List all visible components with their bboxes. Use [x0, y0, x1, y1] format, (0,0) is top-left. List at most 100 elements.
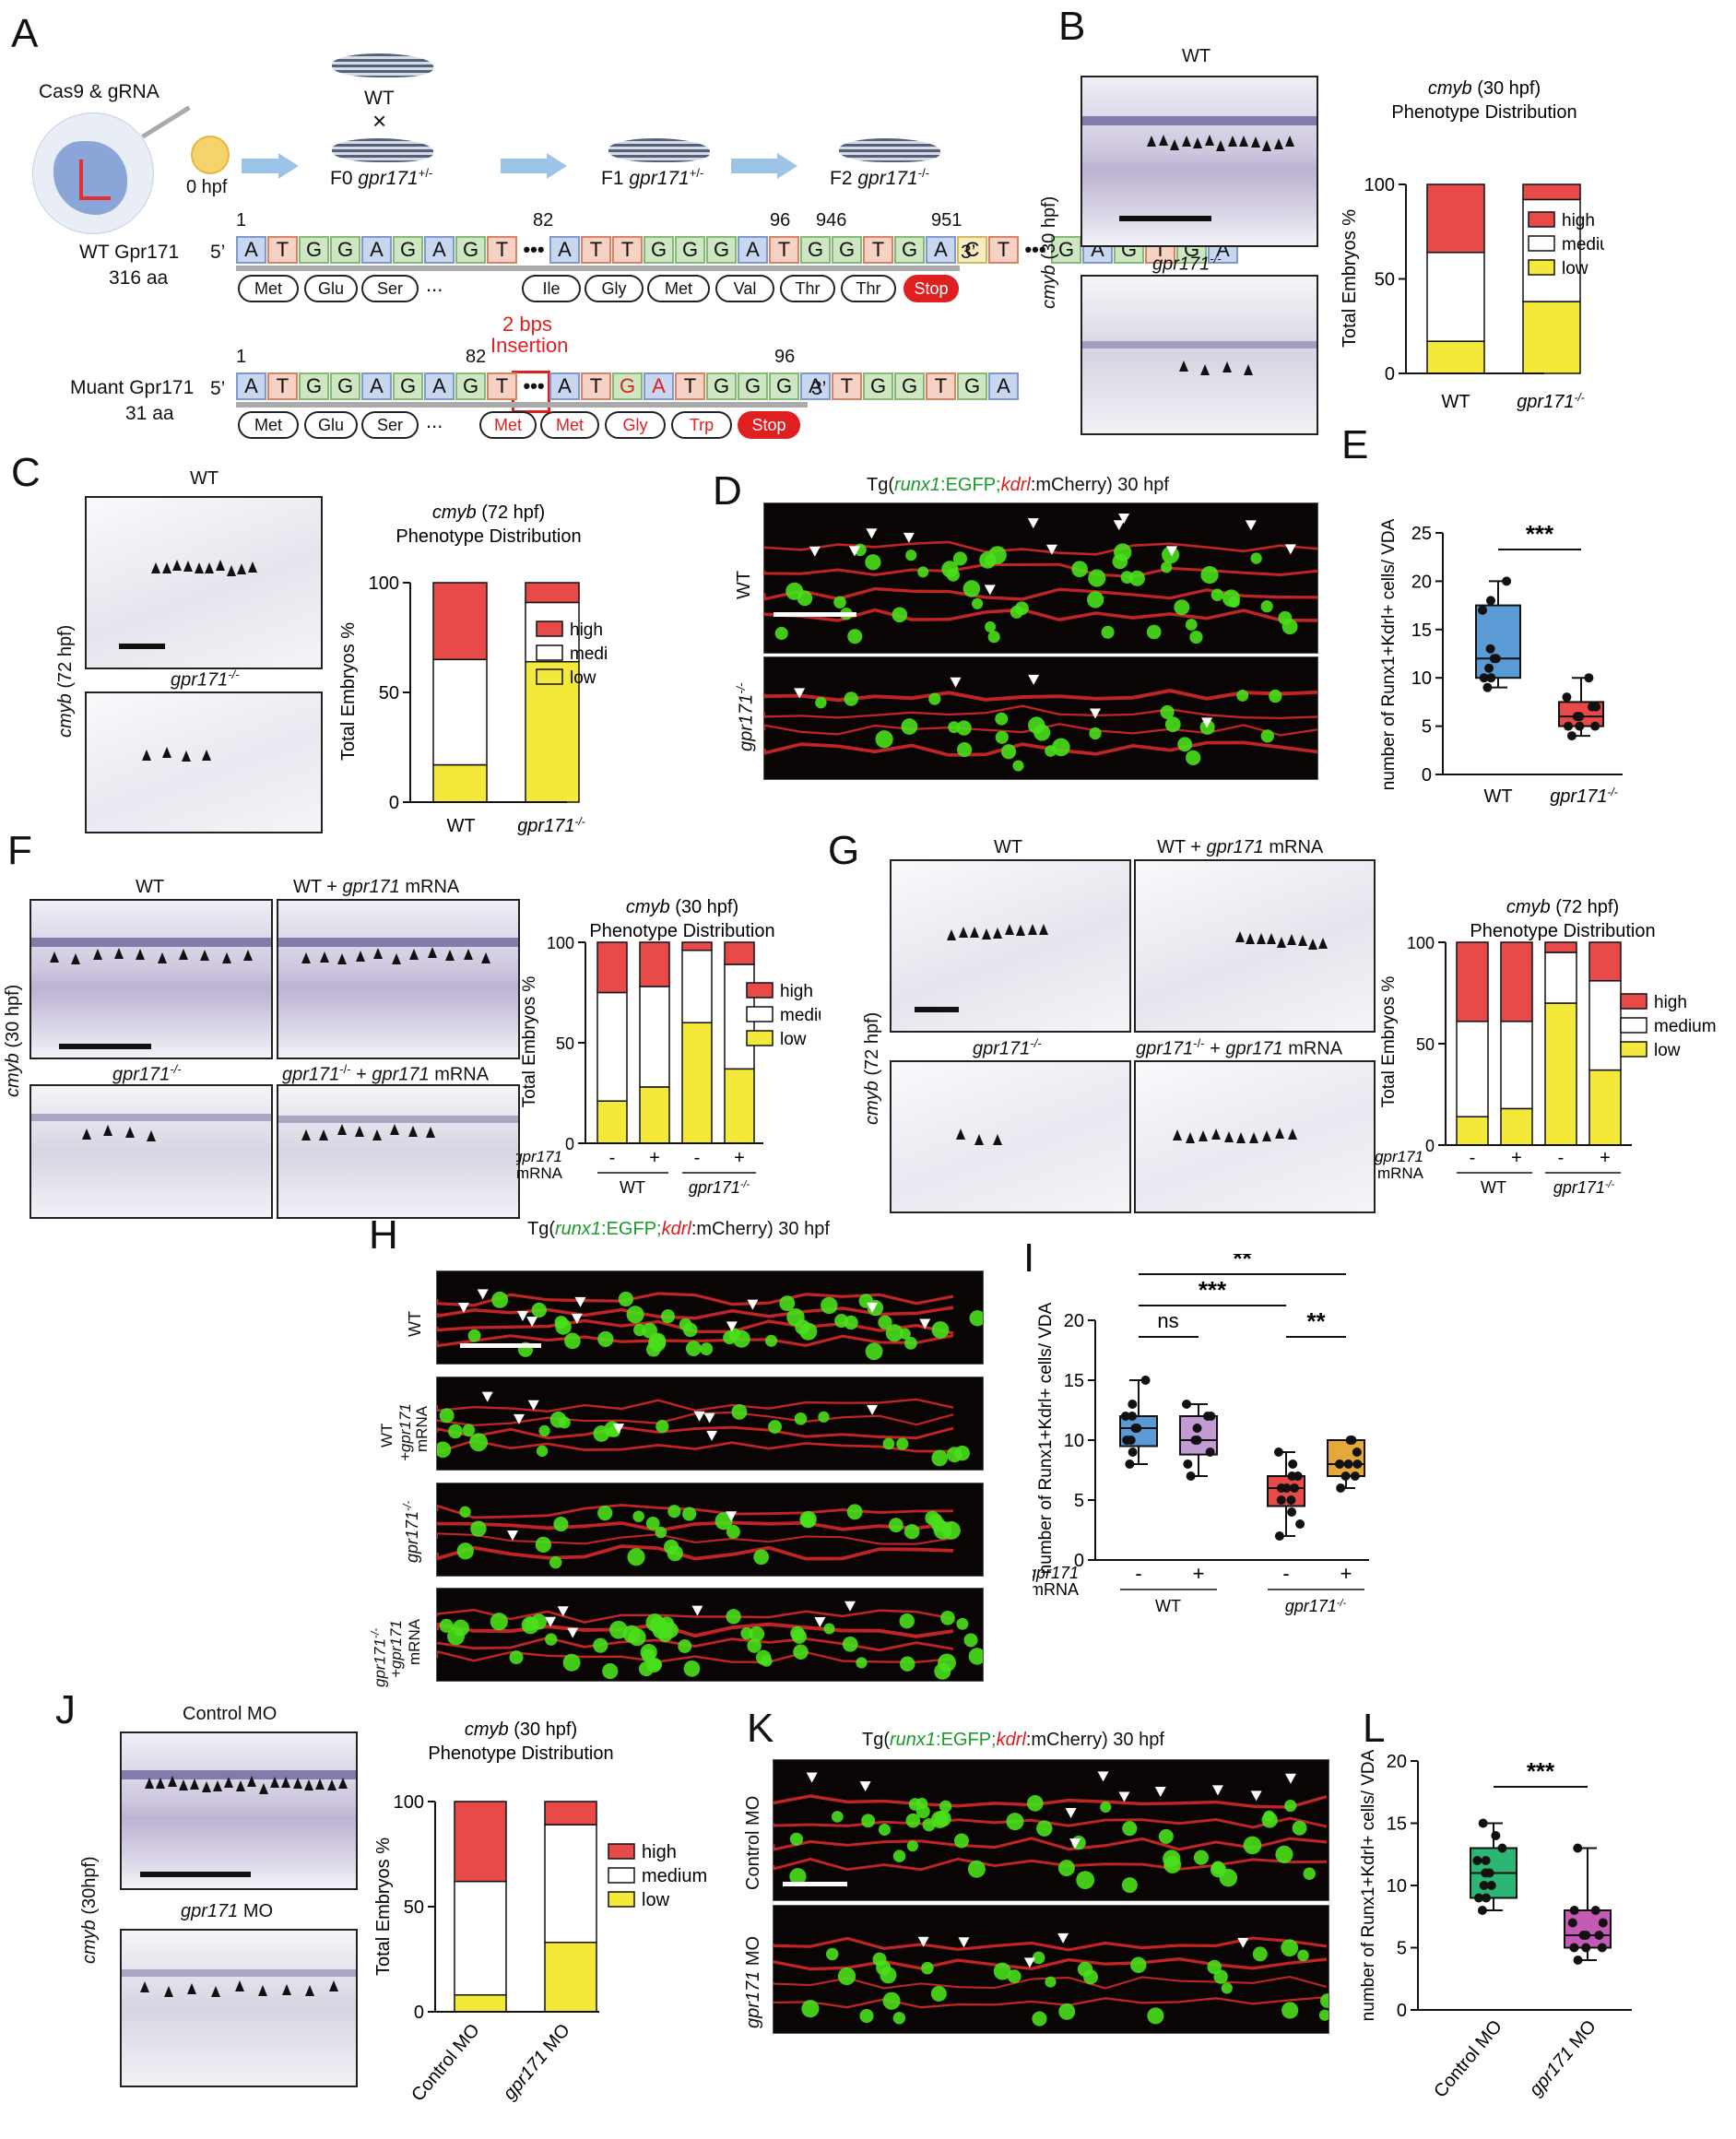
- bar-segment-high: [724, 941, 755, 965]
- bar-segment-medium: [639, 986, 670, 1088]
- bar-segment-high: [1426, 183, 1485, 254]
- arrowhead-marker: [354, 1126, 364, 1138]
- fish-f1-icon: [608, 138, 710, 162]
- gfp-cell: [645, 1517, 660, 1530]
- legend-swatch-low: [746, 1030, 774, 1046]
- arrowhead-marker: [947, 928, 956, 940]
- y-tick-label: 15: [1411, 620, 1432, 641]
- fluorescence-render: [764, 674, 1317, 772]
- arrowhead-marker: [210, 1985, 220, 1997]
- gfp-cell: [1207, 1959, 1222, 1975]
- gfp-cell: [892, 2012, 906, 2025]
- arrow-3: [731, 159, 779, 173]
- g-mut-mrna-ish-image: [1134, 1060, 1376, 1213]
- arrowhead-marker: [1275, 1128, 1285, 1140]
- data-point: [1584, 673, 1594, 683]
- h-wt-fluorescence: [436, 1270, 984, 1365]
- arrowhead-marker: [373, 947, 383, 959]
- gfp-cell: [655, 1420, 669, 1434]
- j-chart: cmyb (30 hpf)Phenotype Distribution05010…: [373, 1719, 707, 2106]
- y-tick-label: 100: [1407, 934, 1435, 952]
- gfp-cell: [549, 1411, 567, 1428]
- fluorescence-render: [774, 1771, 1328, 1894]
- x-tick-label-wt: WT: [446, 816, 475, 836]
- vessel-line: [764, 723, 1317, 737]
- k-mo-fluorescence: [773, 1905, 1329, 2034]
- arrowhead-marker: [859, 1781, 871, 1792]
- y-tick-label: 100: [394, 1792, 424, 1813]
- wt-length: 316 aa: [109, 267, 169, 289]
- x-tick-label-mo: gpr171 MO: [1526, 2016, 1600, 2100]
- arrowhead-marker: [258, 1985, 268, 1997]
- gfp-cell: [905, 550, 917, 561]
- gfp-cell: [564, 1332, 581, 1350]
- insertion-line1: 2 bps: [502, 313, 552, 336]
- gfp-cell: [1278, 610, 1293, 625]
- arrowhead-marker: [1262, 139, 1271, 151]
- panel-label-k: K: [747, 1706, 774, 1751]
- nucleotide: G: [455, 372, 486, 400]
- g-mut-ish-image: [890, 1060, 1131, 1213]
- gfp-cell: [941, 561, 959, 578]
- f-wt-mrna-ish-image: [277, 899, 520, 1059]
- vessel-band: [278, 938, 518, 947]
- gfp-cell: [962, 580, 981, 597]
- embryo-icon: [191, 136, 230, 174]
- gfp-cell: [1193, 1849, 1209, 1865]
- gfp-cell: [1164, 716, 1181, 733]
- vessel-line: [437, 1425, 954, 1440]
- gfp-cell: [437, 1441, 452, 1459]
- arrowhead-marker: [82, 1129, 91, 1140]
- legend-swatch-medium: [746, 1006, 774, 1022]
- box: [1475, 604, 1521, 680]
- fluorescence-render: [437, 1504, 961, 1569]
- amino-acid: Stop: [903, 275, 959, 302]
- arrowhead-marker: [1147, 135, 1156, 147]
- vessel-line: [437, 1608, 954, 1624]
- gfp-cell: [861, 1814, 876, 1828]
- h-wt-mrna-label2: +gpr171: [396, 1403, 414, 1461]
- gfp-cell: [952, 551, 968, 566]
- gfp-cell: [753, 1549, 770, 1566]
- data-point: [1482, 682, 1493, 692]
- gfp-cell: [1222, 589, 1240, 608]
- bar-segment-high: [454, 1801, 507, 1883]
- vessel-line: [774, 1816, 1328, 1829]
- arrowhead-marker: [200, 949, 210, 961]
- gfp-cell: [844, 691, 858, 706]
- arrowhead-marker: [1028, 674, 1040, 685]
- gfp-cell: [1026, 1795, 1044, 1812]
- gfp-cell: [1086, 591, 1104, 609]
- gfp-cell: [448, 1424, 463, 1439]
- nucleotide: G: [706, 236, 737, 264]
- gfp-cell: [1000, 744, 1017, 760]
- gfp-cell: [593, 1425, 610, 1442]
- y-tick-label: 10: [1064, 1431, 1084, 1451]
- y-axis-label: Total Embryos %: [373, 1838, 394, 1976]
- aa-ellipsis: ...: [426, 409, 443, 432]
- mrna-row-label2: mRNA: [1377, 1164, 1424, 1182]
- x-tick-label-mutant: gpr171-/-: [1553, 1178, 1615, 1197]
- arrowhead-marker: [1237, 1937, 1249, 1948]
- x-tick-sign: -: [1558, 1148, 1565, 1168]
- nucleotide: G: [738, 372, 768, 400]
- h-mut-label: gpr171-/-: [401, 1500, 421, 1563]
- gfp-cell: [1250, 552, 1262, 564]
- arrowhead-marker: [1016, 925, 1025, 937]
- legend-swatch-medium: [1528, 235, 1555, 252]
- gfp-cell: [667, 1505, 681, 1519]
- gfp-cell: [979, 551, 997, 569]
- fish-wt-icon: [332, 53, 433, 77]
- gfp-cell: [791, 1628, 807, 1644]
- gfp-cell: [1058, 2003, 1076, 2020]
- arrowhead-marker: [1200, 364, 1210, 376]
- gfp-cell: [930, 1985, 947, 2002]
- nucleotide: G: [957, 372, 987, 400]
- arrowhead-marker: [1297, 934, 1307, 946]
- j-control-label: Control MO: [183, 1704, 278, 1724]
- gfp-cell: [755, 1649, 772, 1665]
- legend-label-medium: medium: [570, 644, 608, 664]
- arrowhead-marker: [574, 1296, 586, 1307]
- amino-acid: Gly: [585, 275, 644, 302]
